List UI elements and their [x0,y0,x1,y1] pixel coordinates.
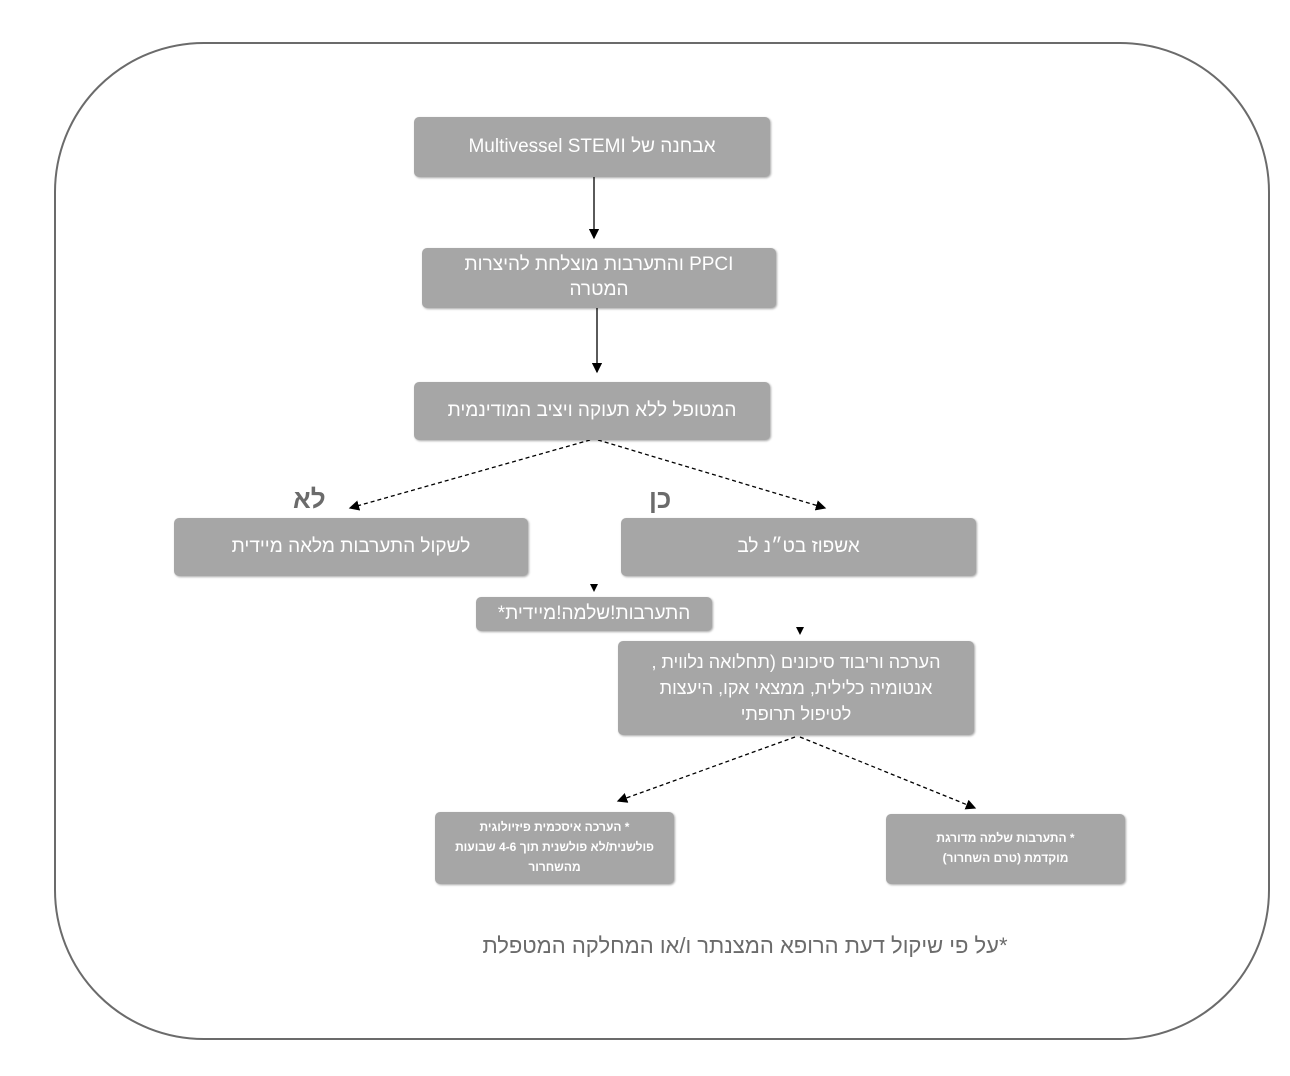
node-diagnosis: אבחנה של Multivessel STEMI [414,117,770,177]
label-yes: כן [649,484,672,514]
footnote: *על פי שיקול דעת הרופא המצנתר ו/או המחלק… [482,933,1008,958]
arrow-assessment-to-ischemic [616,736,796,803]
arrow-assessment-to-staged [799,736,977,810]
node-staged-complete: * התערבות שלמה מדורגת מוקדמת (טרם השחרור… [886,814,1125,884]
node-ischemic-eval: * הערכה איסכמית פיזיולוגית פולשנית/לא פו… [435,812,674,884]
node-no-branch: לשקול התערבות מלאה מיידית [174,518,528,576]
rounded-frame [54,42,1270,1040]
node-ppci: PPCI והתערבות מוצלחת להיצרות המטרה [422,248,776,308]
node-immediate-complete: התערבות!שלמה!מיידית* [476,597,712,631]
label-no: לא [293,484,326,514]
arrow-stable-to-no [348,439,591,511]
arrow-tip-assessment [796,627,804,635]
node-stable: המטופל ללא תעוקה ויציב המודינמית [414,382,770,440]
node-assessment: הערכה וריבוד סיכונים (תחלואה נלווית , אנ… [618,641,974,735]
node-yes-branch: אשפוז בט״נ לב [621,518,976,576]
arrow-tip-immediate [590,584,598,592]
arrow-stable-to-yes [597,439,827,511]
